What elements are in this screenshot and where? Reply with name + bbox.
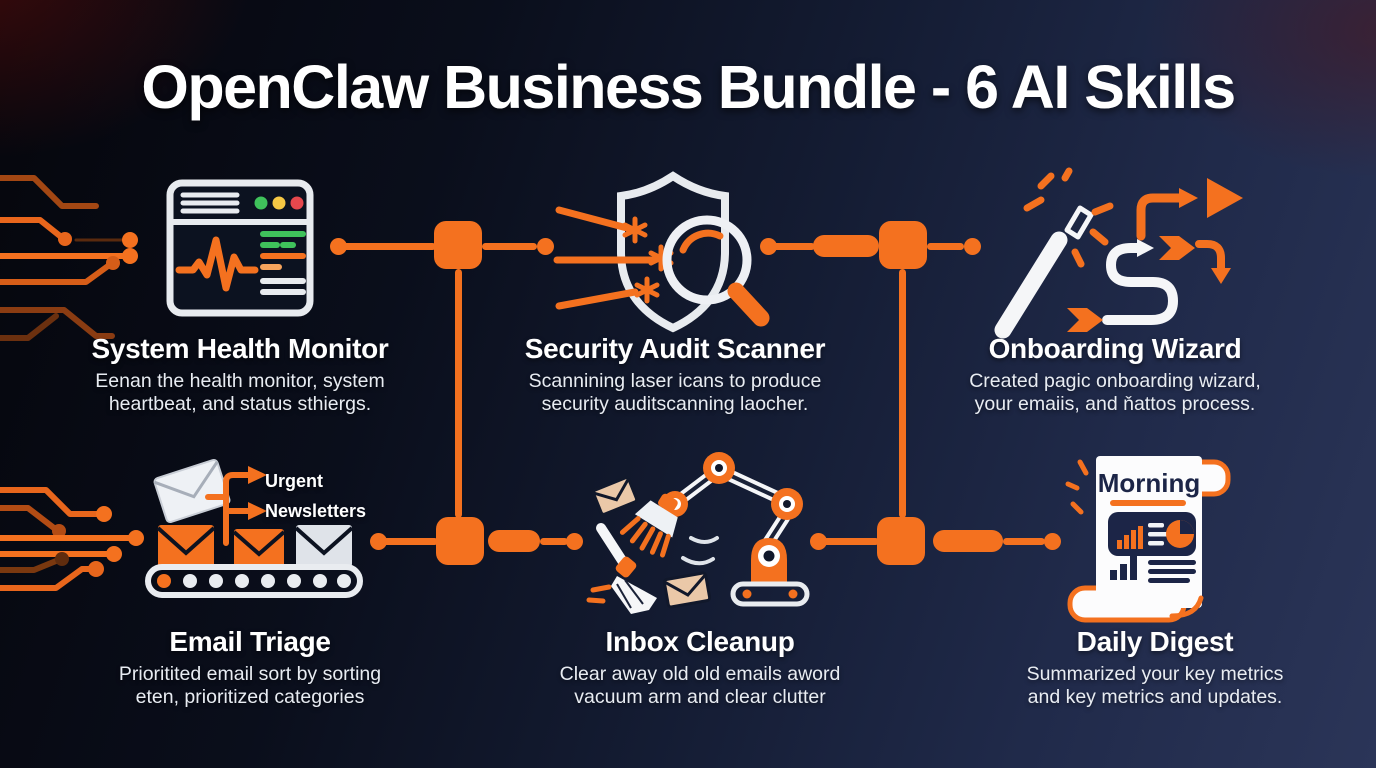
skill-title: Daily Digest bbox=[1076, 626, 1234, 657]
connector-capsule bbox=[488, 530, 540, 552]
scroll-lower-charts bbox=[1110, 556, 1196, 583]
skill-title: Email Triage bbox=[169, 626, 331, 657]
connector-dot bbox=[537, 238, 554, 255]
scroll-sparks bbox=[1065, 459, 1089, 515]
skill-title: Inbox Cleanup bbox=[605, 626, 795, 657]
window-menu-lines bbox=[180, 192, 240, 214]
connector-node bbox=[434, 221, 482, 269]
robot-arm-broom-icon bbox=[586, 452, 810, 614]
connector-line-vertical bbox=[899, 269, 906, 518]
circuit-decoration-top-left bbox=[0, 175, 138, 341]
swoosh-marks bbox=[681, 536, 719, 566]
robot-base bbox=[730, 538, 810, 607]
skill-card-daily-digest: Morning Daily Digest Summarized your key… bbox=[975, 445, 1335, 745]
status-lines bbox=[260, 231, 306, 295]
connector-dot bbox=[566, 533, 583, 550]
magic-wand-flow-arrows-icon bbox=[994, 167, 1243, 339]
speed-dashes bbox=[586, 584, 612, 604]
morning-scroll-report-icon: Morning bbox=[1065, 456, 1231, 623]
laser-beams bbox=[553, 206, 657, 310]
skill-card-onboarding-wizard: Onboarding Wizard Created pagic onboardi… bbox=[935, 160, 1295, 460]
scroll-header-text: Morning bbox=[1098, 468, 1201, 498]
connector-line bbox=[378, 538, 438, 545]
connector-dot bbox=[1044, 533, 1061, 550]
magic-wand bbox=[994, 205, 1094, 339]
connector-line bbox=[768, 243, 815, 250]
robot-arm bbox=[662, 452, 803, 558]
skill-card-email-triage: Urgent Newsletters Email Triage Prioriti… bbox=[70, 455, 430, 755]
window-traffic-dots bbox=[254, 196, 304, 210]
flow-big-arrowhead bbox=[1207, 178, 1243, 218]
skill-card-system-health-monitor: System Health Monitor Eenan the health m… bbox=[60, 165, 420, 465]
heartbeat-line bbox=[175, 236, 259, 292]
connector-line-vertical bbox=[455, 269, 462, 518]
circuit-decoration-bottom-left bbox=[0, 487, 144, 591]
old-envelope bbox=[662, 571, 712, 609]
connector-dot bbox=[964, 238, 981, 255]
connector-node bbox=[436, 517, 484, 565]
arm-brush bbox=[619, 493, 678, 558]
skill-description: Prioritited email sort by sorting eten, … bbox=[118, 663, 382, 709]
connector-capsule bbox=[813, 235, 879, 257]
skill-description: Eenan the health monitor, system heartbe… bbox=[95, 370, 385, 416]
flow-curved-arrow-up bbox=[1136, 188, 1198, 241]
skill-card-inbox-cleanup: Inbox Cleanup Clear away old old emails … bbox=[520, 430, 880, 730]
incoming-envelope bbox=[153, 458, 231, 524]
flow-curved-arrow-down bbox=[1195, 240, 1231, 284]
magnifier bbox=[662, 215, 770, 327]
connector-line bbox=[482, 243, 537, 250]
skill-description: Clear away old old emails aword vacuum a… bbox=[559, 663, 841, 709]
connector-line bbox=[1003, 538, 1045, 545]
hand-broom bbox=[596, 523, 657, 614]
scroll-stats-panel bbox=[1108, 512, 1196, 556]
triage-label-urgent: Urgent bbox=[265, 471, 323, 491]
shield-outline bbox=[617, 171, 729, 333]
wand-sparks bbox=[1023, 167, 1114, 268]
belt-envelopes bbox=[156, 525, 354, 567]
flow-path bbox=[1102, 239, 1179, 325]
connector-node bbox=[879, 221, 927, 269]
skill-title: Onboarding Wizard bbox=[988, 333, 1242, 364]
connector-line bbox=[818, 538, 879, 545]
skill-description: Summarized your key metrics and key metr… bbox=[1026, 663, 1284, 709]
skill-description: Scannining laser icans to produce securi… bbox=[528, 370, 822, 416]
skill-title: Security Audit Scanner bbox=[524, 333, 826, 364]
conveyor-envelopes-icon bbox=[145, 458, 363, 598]
shield-magnifier-laser-icon bbox=[553, 171, 770, 333]
connector-line bbox=[338, 243, 436, 250]
page-title: OpenClaw Business Bundle - 6 AI Skills bbox=[141, 53, 1236, 121]
connector-node bbox=[877, 517, 925, 565]
triage-branch-arrows bbox=[205, 466, 267, 546]
scroll-header-underline bbox=[1110, 500, 1186, 506]
health-monitor-window-icon bbox=[166, 179, 314, 317]
triage-label-newsletters: Newsletters bbox=[265, 501, 367, 521]
old-envelope bbox=[591, 476, 639, 516]
skill-card-security-audit-scanner: Security Audit Scanner Scannining laser … bbox=[495, 165, 855, 465]
skill-description: Created pagic onboarding wizard, your em… bbox=[969, 370, 1261, 416]
conveyor-belt bbox=[145, 564, 363, 598]
connector-line bbox=[540, 538, 568, 545]
skill-title: System Health Monitor bbox=[91, 333, 389, 364]
connector-capsule bbox=[933, 530, 1003, 552]
connector-line bbox=[927, 243, 964, 250]
flow-chevron-arrows bbox=[1067, 236, 1195, 332]
